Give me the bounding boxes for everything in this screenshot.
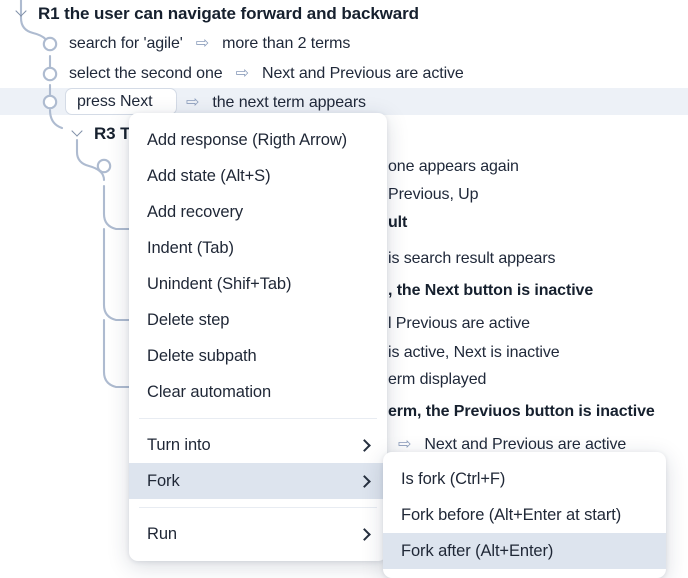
step-response-3[interactable]: the next term appears: [212, 94, 366, 111]
menu-item-label: Turn into: [147, 435, 211, 454]
submenu-item-label: Fork before (Alt+Enter at start): [401, 505, 622, 524]
menu-item-label: Delete subpath: [147, 346, 257, 365]
menu-divider-2: [139, 507, 377, 508]
submenu-item-is-fork[interactable]: Is fork (Ctrl+F): [383, 461, 666, 497]
right-arrow-outline-icon: ⇨: [186, 94, 200, 111]
submenu-item-fork-after[interactable]: Fork after (Alt+Enter): [383, 533, 666, 569]
step-action-3: press Next: [77, 92, 153, 110]
menu-divider-1: [139, 418, 377, 419]
menu-item-clear-automation[interactable]: Clear automation: [129, 374, 387, 410]
occluded-row-1: one appears again: [388, 158, 519, 175]
menu-item-label: Add response (Rigth Arrow): [147, 130, 348, 149]
rule-title-r3: R3 T: [94, 124, 131, 143]
menu-item-label: Unindent (Shif+Tab): [147, 274, 292, 293]
menu-item-label: Fork: [147, 471, 180, 490]
rule-title-r1: R1 the user can navigate forward and bac…: [38, 4, 419, 23]
submenu-item-label: Fork after (Alt+Enter): [401, 541, 554, 560]
step-action-2[interactable]: select the second one: [69, 65, 223, 82]
occluded-row-8: erm displayed: [388, 371, 487, 388]
occluded-row-9: erm, the Previuos button is inactive: [388, 403, 655, 420]
menu-item-delete-subpath[interactable]: Delete subpath: [129, 338, 387, 374]
step-response-2[interactable]: Next and Previous are active: [261, 65, 464, 82]
occluded-row-2: Previous, Up: [388, 186, 479, 203]
menu-item-label: Delete step: [147, 310, 230, 329]
step-action-editor[interactable]: press Next: [65, 88, 177, 115]
occluded-row-4: is search result appears: [388, 250, 556, 267]
step-response-1[interactable]: more than 2 terms: [222, 35, 351, 52]
step-action-1[interactable]: search for 'agile': [69, 35, 183, 52]
chevron-right-icon: [359, 528, 371, 540]
menu-item-run[interactable]: Run: [129, 516, 387, 552]
menu-item-add-state[interactable]: Add state (Alt+S): [129, 158, 387, 194]
right-arrow-outline-icon: ⇨: [235, 65, 249, 82]
occluded-row-5: , the Next button is inactive: [388, 282, 594, 299]
chevron-down-icon-r1[interactable]: [14, 6, 28, 20]
occluded-row-3: ult: [388, 214, 408, 231]
chevron-right-icon: [359, 475, 371, 487]
fork-submenu[interactable]: Is fork (Ctrl+F) Fork before (Alt+Enter …: [383, 452, 666, 578]
step-row-1[interactable]: search for 'agile' ⇨ more than 2 terms: [69, 36, 350, 52]
step-row-2[interactable]: select the second one ⇨ Next and Previou…: [69, 66, 464, 82]
chevron-right-icon: [359, 439, 371, 451]
menu-item-indent[interactable]: Indent (Tab): [129, 230, 387, 266]
menu-item-label: Add state (Alt+S): [147, 166, 271, 185]
occluded-row-7: is active, Next is inactive: [388, 344, 560, 361]
menu-item-add-response[interactable]: Add response (Rigth Arrow): [129, 122, 387, 158]
menu-item-turn-into[interactable]: Turn into: [129, 427, 387, 463]
step-context-menu[interactable]: Add response (Rigth Arrow) Add state (Al…: [129, 113, 387, 561]
menu-item-delete-step[interactable]: Delete step: [129, 302, 387, 338]
submenu-item-fork-before[interactable]: Fork before (Alt+Enter at start): [383, 497, 666, 533]
right-arrow-outline-icon: ⇨: [398, 436, 412, 453]
menu-item-label: Run: [147, 524, 177, 543]
submenu-item-label: Is fork (Ctrl+F): [401, 469, 506, 488]
menu-item-label: Add recovery: [147, 202, 244, 221]
chevron-down-icon-r3[interactable]: [70, 126, 84, 140]
menu-item-add-recovery[interactable]: Add recovery: [129, 194, 387, 230]
menu-item-unindent[interactable]: Unindent (Shif+Tab): [129, 266, 387, 302]
occluded-row-10: ⇨ Next and Previous are active: [398, 436, 627, 453]
menu-item-fork[interactable]: Fork: [129, 463, 387, 499]
menu-item-label: Indent (Tab): [147, 238, 234, 257]
occluded-row-6: l Previous are active: [388, 315, 530, 332]
step-row-3-response[interactable]: ⇨ the next term appears: [186, 95, 366, 111]
right-arrow-outline-icon: ⇨: [195, 35, 210, 52]
menu-item-label: Clear automation: [147, 382, 272, 401]
